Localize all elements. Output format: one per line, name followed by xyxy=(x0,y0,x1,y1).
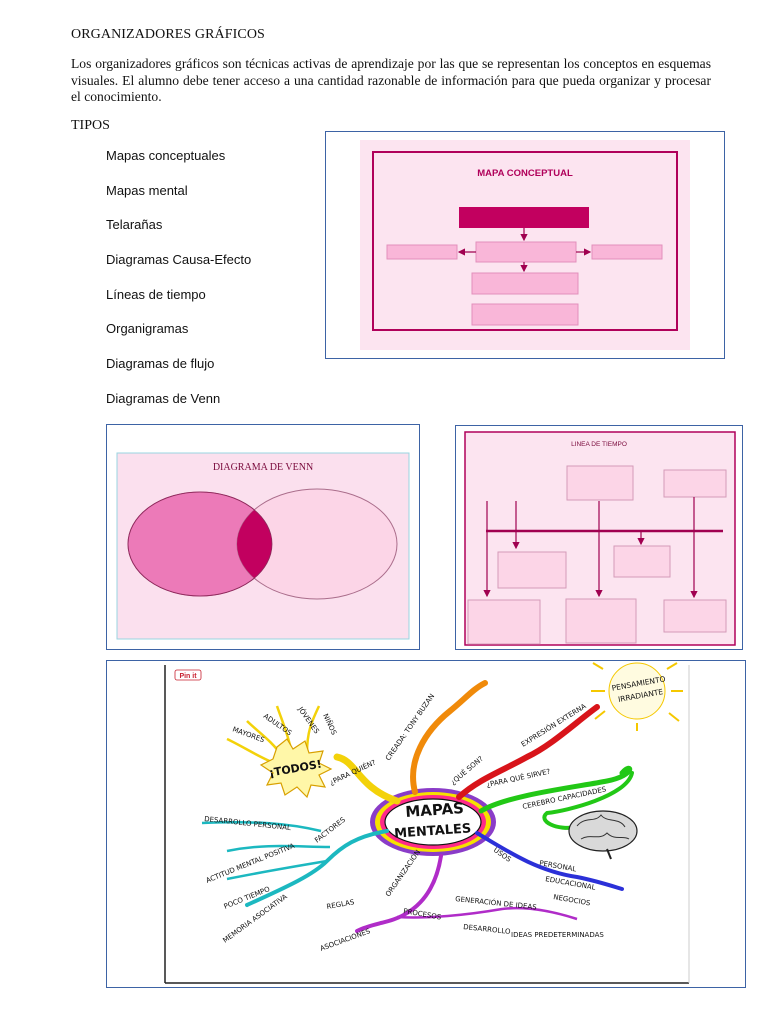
timeline-box xyxy=(566,465,634,501)
list-item: Organigramas xyxy=(106,321,189,337)
label-mayores: MAYORES xyxy=(231,725,266,744)
timeline-figure: LINEA DE TIEMPO xyxy=(455,425,743,650)
concept-box xyxy=(471,303,579,326)
label-creada: CREADA: TONY BUZAN xyxy=(384,692,436,762)
list-item: Líneas de tiempo xyxy=(106,286,206,302)
label-organizacion: ORGANIZACIÓN xyxy=(383,848,422,898)
label-ideas-predeterminadas: IDEAS PREDETERMINADAS xyxy=(511,931,604,939)
list-item: Diagramas Causa-Efecto xyxy=(106,252,252,268)
timeline-box xyxy=(613,545,671,578)
label-asociaciones: ASOCIACIONES xyxy=(319,927,372,953)
venn-figure: DIAGRAMA DE VENN xyxy=(106,424,420,650)
concept-main-box xyxy=(459,207,589,228)
timeline-diagram: LINEA DE TIEMPO xyxy=(464,431,736,646)
label-reglas: REGLAS xyxy=(326,898,356,911)
concept-box xyxy=(475,241,577,263)
concept-map-diagram: MAPA CONCEPTUAL xyxy=(360,140,690,350)
label-desarrollo-personal: DESARROLLO PERSONAL xyxy=(204,815,292,832)
concept-box xyxy=(386,244,458,260)
todos-burst xyxy=(259,738,333,799)
types-heading: TIPOS xyxy=(71,118,110,133)
mind-map-figure: Pin it MAPAS MENTALES ¡TODOS! P xyxy=(106,660,746,988)
brain-icon xyxy=(568,810,638,860)
list-item: Mapas conceptuales xyxy=(106,148,226,163)
concept-map-title: MAPA CONCEPTUAL xyxy=(477,168,573,179)
mind-map-center xyxy=(384,798,482,846)
label-desarrollo: DESARROLLO xyxy=(463,923,512,936)
timeline-box xyxy=(663,599,727,633)
types-list: Mapas conceptuales Mapas mental Telaraña… xyxy=(106,146,251,424)
label-adultos: ADULTOS xyxy=(262,712,294,737)
list-item: Mapas mental xyxy=(106,182,188,198)
timeline-box xyxy=(663,469,727,498)
concept-box xyxy=(591,244,663,260)
pinit-button[interactable] xyxy=(174,669,202,681)
label-ninos: NIÑOS xyxy=(321,712,339,737)
list-item: Diagramas de Venn xyxy=(106,390,221,406)
timeline-box xyxy=(497,551,567,589)
list-item: Telarañas xyxy=(106,217,163,233)
center-bottom-text: MENTALES xyxy=(394,821,472,841)
timeline-box xyxy=(467,599,541,645)
mind-map-drawing: Pin it MAPAS MENTALES ¡TODOS! P xyxy=(164,662,690,984)
sun-icon xyxy=(591,662,683,731)
concept-box xyxy=(471,272,579,295)
concept-map-border xyxy=(372,151,678,331)
venn-title: DIAGRAMA DE VENN xyxy=(213,462,313,473)
pinit-label: Pin it xyxy=(179,673,197,680)
concept-map-figure: MAPA CONCEPTUAL xyxy=(325,131,725,359)
list-item: Diagramas de flujo xyxy=(106,356,215,372)
intro-paragraph: Los organizadores gráficos son técnicas … xyxy=(71,56,711,104)
label-procesos: PROCESOS xyxy=(403,907,443,922)
center-top-text: MAPAS xyxy=(405,799,465,821)
label-para-que: ¿PARA QUÉ SIRVE? xyxy=(486,767,552,789)
page-title: ORGANIZADORES GRÁFICOS xyxy=(71,27,265,42)
timeline-title: LINEA DE TIEMPO xyxy=(571,441,627,448)
venn-diagram: DIAGRAMA DE VENN xyxy=(116,452,410,640)
label-negocios: NEGOCIOS xyxy=(553,893,592,907)
timeline-box xyxy=(565,598,637,644)
